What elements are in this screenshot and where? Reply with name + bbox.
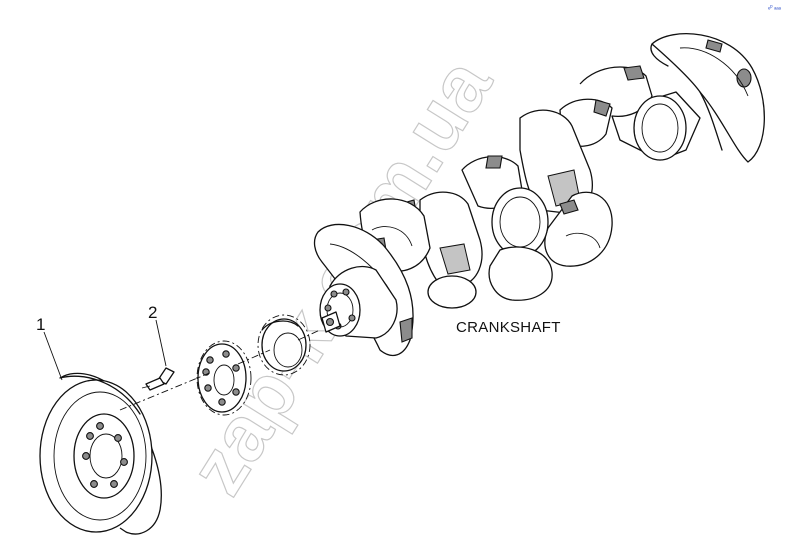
crankshaft-throws bbox=[359, 65, 701, 309]
crankshaft-pulley-part-1 bbox=[39, 372, 162, 535]
crankshaft-rear-flange bbox=[650, 33, 765, 163]
leader-line-2 bbox=[155, 319, 167, 367]
crankshaft bbox=[313, 33, 765, 357]
bolt-part-2 bbox=[141, 367, 175, 391]
assembly-centerline bbox=[119, 329, 321, 411]
crankshaft-nose bbox=[319, 265, 398, 339]
crankshaft-label: CRANKSHAFT bbox=[456, 319, 561, 336]
spacer-plate bbox=[196, 340, 252, 416]
callout-label-1: 1 bbox=[36, 315, 45, 334]
timing-gear bbox=[257, 314, 311, 376]
corner-mark: ₑᵖ ₐₐₐ bbox=[768, 5, 782, 11]
callout-label-2: 2 bbox=[148, 303, 157, 322]
leader-line-1 bbox=[43, 331, 63, 381]
